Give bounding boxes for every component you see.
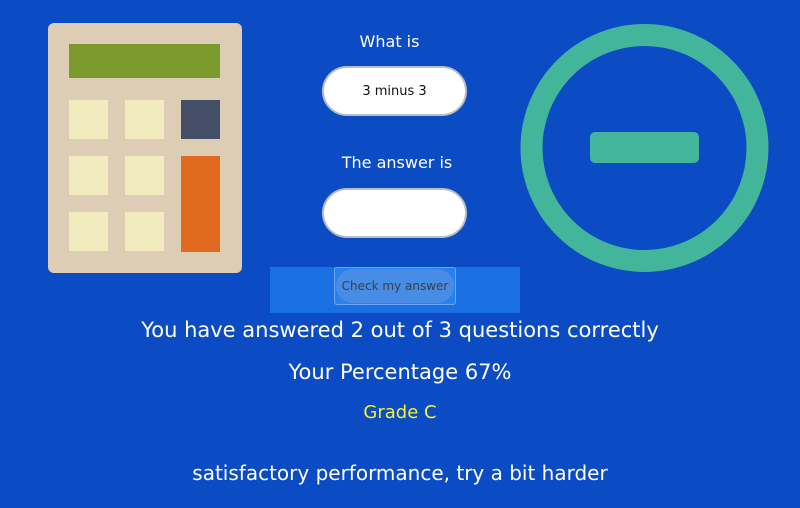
question-field[interactable] [322,66,467,116]
percentage-text: Your Percentage 67% [288,360,512,384]
minus-circle-icon [520,24,769,272]
calculator-key [125,212,164,251]
check-answer-label: Check my answer [341,279,449,293]
question-prompt-label: What is [359,32,420,51]
calculator-key [69,156,108,195]
feedback-text: satisfactory performance, try a bit hard… [192,461,608,485]
calculator-key [125,156,164,195]
calculator-icon [48,23,242,273]
calculator-key [125,100,164,139]
calculator-screen [69,44,220,78]
score-text: You have answered 2 out of 3 questions c… [141,318,659,342]
answer-label: The answer is [341,153,453,172]
answer-input[interactable] [322,188,467,238]
calculator-key [181,100,220,139]
calculator-key [69,212,108,251]
calculator-key [69,100,108,139]
check-answer-button[interactable]: Check my answer [334,267,456,305]
grade-text: Grade C [363,402,437,423]
check-answer-area: Check my answer [270,267,520,313]
calculator-key [181,156,220,252]
